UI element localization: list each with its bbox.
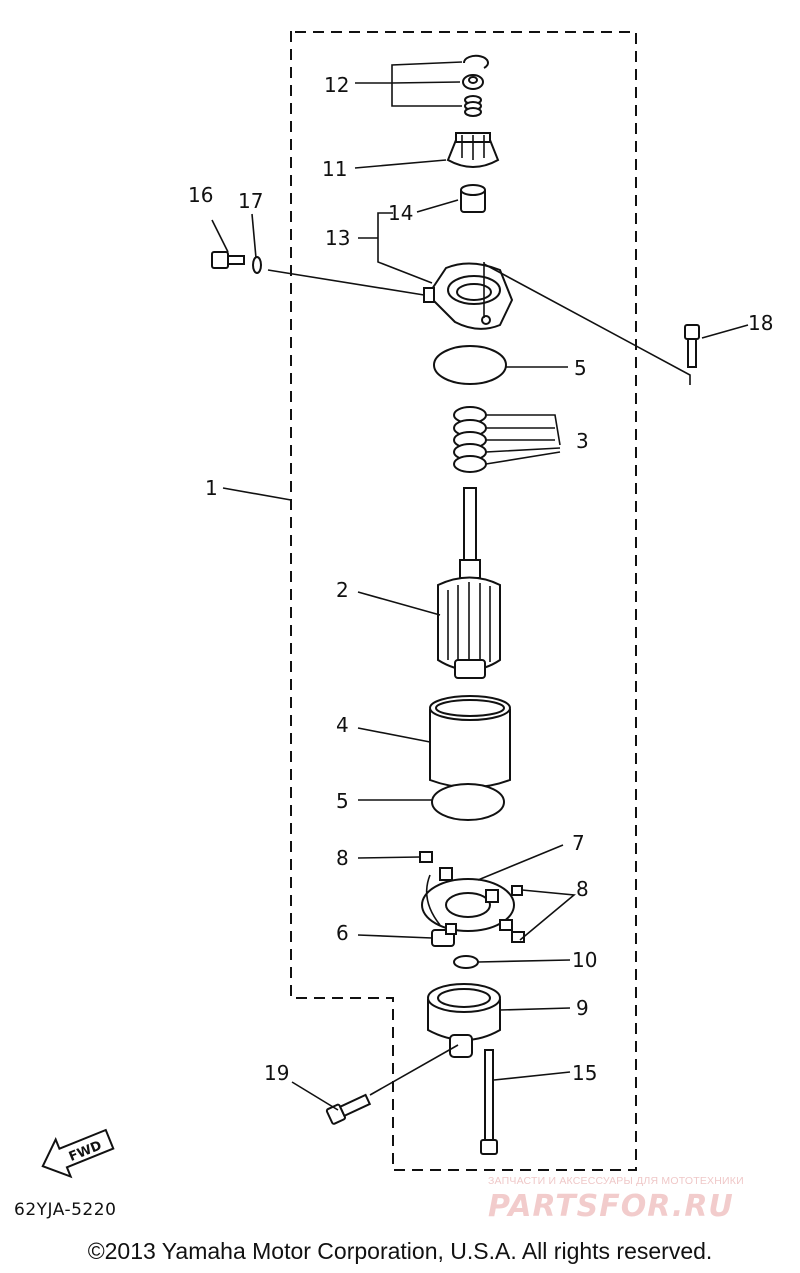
callout-5-lower: 5 xyxy=(336,789,349,813)
callout-13: 13 xyxy=(325,226,350,250)
callout-16: 16 xyxy=(188,183,213,207)
callout-8-left: 8 xyxy=(336,846,349,870)
part-8-clip-right xyxy=(511,885,525,943)
diagram-code: 62YJA-5220 xyxy=(14,1200,117,1220)
callout-6: 6 xyxy=(336,921,349,945)
part-19-bolt xyxy=(325,1093,372,1125)
callout-9: 9 xyxy=(576,996,589,1020)
part-12-clip-spring xyxy=(462,54,489,117)
callout-12: 12 xyxy=(324,73,349,97)
leader-lines xyxy=(211,61,749,1111)
callout-14: 14 xyxy=(388,201,413,225)
callout-7: 7 xyxy=(572,831,585,855)
copyright-notice: ©2013 Yamaha Motor Corporation, U.S.A. A… xyxy=(87,1238,713,1264)
part-13-front-bracket xyxy=(423,262,514,330)
watermark-subtitle: ЗАПЧАСТИ И АКСЕССУАРЫ ДЛЯ МОТОТЕХНИКИ xyxy=(488,1175,744,1187)
callout-15: 15 xyxy=(572,1061,597,1085)
part-9-rear-bracket xyxy=(427,983,501,1058)
fwd-arrow-icon: FWD xyxy=(41,1128,115,1179)
callout-5-upper: 5 xyxy=(574,356,587,380)
part-10-washer xyxy=(453,955,479,969)
callout-11: 11 xyxy=(322,157,347,181)
callout-3: 3 xyxy=(576,429,589,453)
part-6-terminal xyxy=(431,923,457,947)
part-15-through-bolt xyxy=(480,1049,498,1155)
callout-19: 19 xyxy=(264,1061,289,1085)
part-3-washer-set xyxy=(453,406,487,473)
assembly-boundary xyxy=(290,31,637,1171)
part-8-clip-upper xyxy=(419,851,433,863)
watermark-logo: PARTSFOR.RU xyxy=(488,1189,734,1224)
part-4-yoke xyxy=(429,695,511,789)
part-18-bolt xyxy=(684,324,700,368)
callout-8-right: 8 xyxy=(576,877,589,901)
part-2-armature xyxy=(437,487,501,679)
callout-18: 18 xyxy=(748,311,773,335)
part-17-washer xyxy=(252,256,262,274)
callout-17: 17 xyxy=(238,189,263,213)
part-11-pinion xyxy=(446,132,500,168)
callout-2: 2 xyxy=(336,578,349,602)
callout-10: 10 xyxy=(572,948,597,972)
part-5-o-ring-upper xyxy=(433,345,507,385)
callout-1: 1 xyxy=(205,476,218,500)
part-14-bushing xyxy=(460,184,486,213)
callout-4: 4 xyxy=(336,713,349,737)
part-7-brush-holder xyxy=(421,867,515,932)
watermark: ЗАПЧАСТИ И АКСЕССУАРЫ ДЛЯ МОТОТЕХНИКИ PA… xyxy=(488,1175,793,1224)
part-16-bolt xyxy=(211,251,245,269)
part-5-o-ring-lower xyxy=(431,783,505,821)
